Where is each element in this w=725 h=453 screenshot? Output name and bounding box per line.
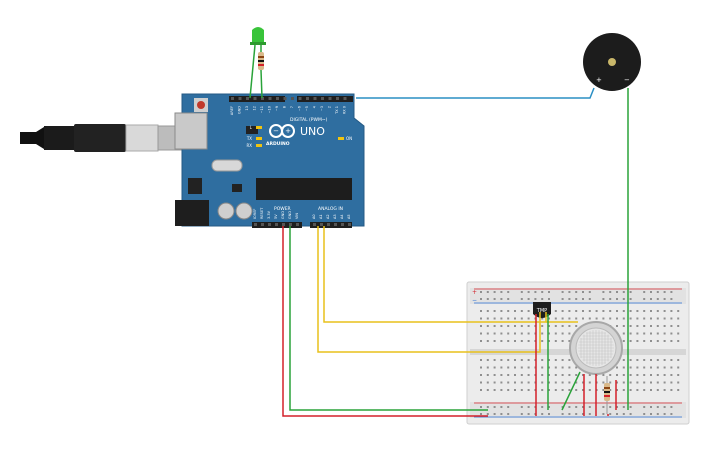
led-label-tx: TX — [246, 136, 252, 141]
power-pin-label: 5V — [274, 214, 278, 219]
resistor-top[interactable] — [258, 52, 264, 70]
digital-header-left[interactable] — [229, 96, 285, 102]
digital-pin-label: AREF — [230, 106, 234, 115]
wire-green-gas[interactable] — [561, 371, 581, 411]
usb-cable[interactable] — [20, 124, 185, 152]
power-pin-label: GND — [281, 211, 285, 219]
digital-pin-label: 2 — [328, 106, 332, 108]
voltage-regulator — [188, 178, 202, 194]
on-label: ON — [346, 136, 352, 141]
digital-pin-label: ~11 — [260, 106, 264, 113]
power-pin-label: RESET — [260, 207, 264, 219]
wire-green-gnd[interactable] — [289, 226, 488, 411]
power-jack — [175, 200, 209, 226]
power-header-label: POWER — [274, 206, 291, 212]
tmp-label: TMP — [536, 308, 547, 314]
analog-pin-label: A1 — [319, 214, 323, 219]
atmega-chip — [256, 178, 352, 200]
piezo-buzzer[interactable]: + − — [583, 33, 641, 91]
buzzer-minus-label: − — [624, 76, 630, 84]
arduino-logo: − + — [269, 124, 295, 138]
analog-pin-label: A0 — [312, 214, 316, 219]
analog-header[interactable] — [310, 222, 352, 228]
wire-yellow-a0[interactable] — [323, 226, 547, 323]
breadboard[interactable]: + − — [466, 281, 690, 425]
rail-minus-label: − — [472, 297, 477, 304]
gas-sensor[interactable] — [569, 321, 623, 375]
svg-text:+: + — [285, 127, 291, 135]
digital-header-right[interactable] — [297, 96, 353, 102]
buzzer-plus-label: + — [596, 76, 602, 84]
led-wire-pin[interactable] — [260, 45, 263, 99]
digital-pin-label: RX 0 — [343, 106, 347, 114]
digital-pin-label: 4 — [313, 105, 317, 108]
led-component[interactable] — [250, 27, 266, 45]
digital-pin-label: ~5 — [305, 106, 309, 111]
digital-pin-label: ~3 — [320, 106, 324, 111]
analog-pin-label: A4 — [340, 214, 344, 219]
capacitor — [217, 202, 235, 220]
led-label-rx: RX — [246, 143, 252, 148]
digital-pin-label: ~9 — [275, 106, 279, 111]
wire-blue-buzzer[interactable] — [356, 87, 595, 99]
digital-header-label: DIGITAL (PWM~) — [290, 117, 328, 123]
digital-pin-label: GND — [238, 106, 242, 114]
digital-pin-label: TX 1 — [335, 106, 339, 115]
wire-red-5v[interactable] — [282, 226, 488, 417]
digital-pin-label: 13 — [245, 106, 249, 110]
led-label-l: L — [250, 125, 253, 130]
analog-pin-label: A3 — [333, 214, 337, 219]
resistor-breadboard[interactable] — [604, 376, 610, 414]
uno-label: UNO — [300, 125, 325, 138]
analog-pin-label: A2 — [326, 214, 330, 219]
digital-pin-label: ~6 — [298, 106, 302, 111]
digital-pin-label: 7 — [290, 106, 294, 108]
power-pin-label: IOREF — [253, 209, 257, 219]
rail-plus-label: + — [472, 289, 477, 296]
capacitor — [235, 202, 253, 220]
led-wire-gnd[interactable] — [249, 44, 256, 99]
power-pin-label: 3.3V — [267, 210, 271, 219]
power-pin-label: VIN — [295, 213, 299, 219]
analog-header-label: ANALOG IN — [318, 206, 343, 212]
arduino-wordmark: ARDUINO — [266, 141, 290, 147]
digital-pin-label: 8 — [283, 106, 287, 108]
digital-pin-label: ~10 — [268, 106, 272, 113]
analog-pin-label: A5 — [347, 214, 351, 219]
wire-yellow-a1[interactable] — [317, 226, 541, 353]
power-pin-label: GND — [288, 211, 292, 219]
digital-pin-label: 12 — [253, 106, 257, 110]
svg-text:−: − — [273, 127, 279, 135]
crystal-oscillator — [211, 159, 243, 172]
usb-port — [174, 112, 208, 150]
